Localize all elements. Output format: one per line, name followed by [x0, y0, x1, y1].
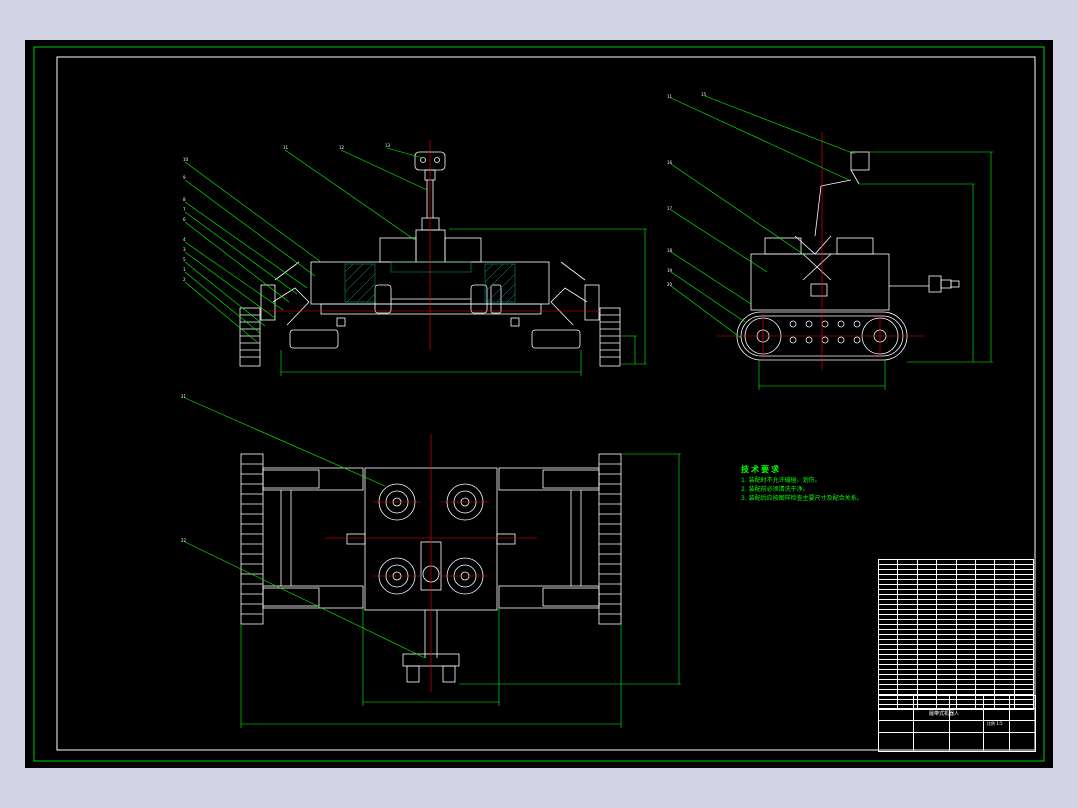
side-balloons: 11 15 16 17 18 19 20 [667, 92, 707, 287]
balloon: 15 [701, 92, 707, 97]
drawing-sheet: 10 9 8 7 6 4 3 5 1 2 11 12 13 [25, 40, 1053, 768]
balloon: 7 [183, 207, 186, 212]
balloon: 20 [667, 282, 673, 287]
balloon: 4 [183, 237, 186, 242]
balloon: 6 [183, 217, 186, 222]
scale-value: 1:5 [996, 721, 1003, 726]
balloon: 16 [667, 160, 673, 165]
technical-notes: 技术要求 1. 装配时不允许磕碰、划伤。 2. 装配前必须清洗干净。 3. 装配… [741, 465, 863, 503]
front-balloons: 10 9 8 7 6 4 3 5 1 2 11 12 13 [183, 143, 391, 282]
top-centerlines [325, 434, 537, 692]
side-view [736, 151, 960, 361]
top-right-track [598, 453, 622, 625]
balloon: 13 [385, 143, 391, 148]
balloon: 18 [667, 248, 673, 253]
parts-row [877, 559, 1035, 565]
top-dimensions [184, 397, 681, 728]
balloon: 5 [183, 257, 186, 262]
side-centerlines [717, 132, 925, 370]
parts-cell [955, 704, 976, 710]
parts-cell [877, 704, 899, 710]
outer-frame [33, 46, 1045, 762]
balloon: 22 [181, 538, 187, 543]
balloon: 8 [183, 197, 186, 202]
top-left-track [240, 453, 264, 625]
front-right-track [599, 307, 621, 367]
front-dimensions [184, 147, 647, 376]
parts-cell [916, 704, 938, 710]
parts-row [877, 579, 1035, 585]
note-line: 2. 装配前必须清洗干净。 [741, 486, 809, 493]
balloon: 21 [181, 394, 187, 399]
scale-label: 比例 1:5 [987, 721, 1003, 726]
parts-list-table [877, 559, 1035, 710]
drawing-name: 履带式机器人 [929, 711, 960, 717]
front-left-track [239, 307, 261, 367]
front-view [239, 151, 621, 367]
balloon: 3 [183, 247, 186, 252]
notes-title: 技术要求 [741, 465, 781, 474]
note-line: 1. 装配时不允许磕碰、划伤。 [741, 477, 821, 484]
cad-drawing: 10 9 8 7 6 4 3 5 1 2 11 12 13 [33, 46, 1045, 762]
parts-cell [897, 704, 918, 710]
balloon: 2 [183, 277, 186, 282]
balloon: 11 [283, 145, 289, 150]
balloon: 19 [667, 268, 673, 273]
balloon: 1 [183, 267, 186, 272]
parts-cell [974, 704, 996, 710]
balloon: 10 [183, 157, 189, 162]
note-line: 3. 装配后应按图样检查主要尺寸及配合关系。 [741, 495, 863, 502]
front-hatch [344, 261, 516, 303]
parts-cell [1013, 704, 1035, 710]
parts-row [877, 614, 1035, 620]
parts-row [877, 629, 1035, 635]
inner-frame [56, 56, 1036, 751]
balloon: 17 [667, 206, 673, 211]
top-balloons: 21 22 [181, 394, 187, 543]
balloon: 11 [667, 94, 673, 99]
parts-row [877, 704, 1035, 710]
parts-cell [994, 704, 1015, 710]
parts-row [877, 584, 1035, 590]
balloon: 12 [339, 145, 345, 150]
front-centerlines [261, 140, 600, 350]
parts-row [877, 574, 1035, 580]
title-block: 履带式机器人 比例 1:5 [878, 695, 1036, 752]
parts-cell [936, 704, 957, 710]
side-dimensions [670, 95, 993, 390]
balloon: 9 [183, 175, 186, 180]
parts-row [877, 594, 1035, 600]
parts-row [877, 569, 1035, 575]
